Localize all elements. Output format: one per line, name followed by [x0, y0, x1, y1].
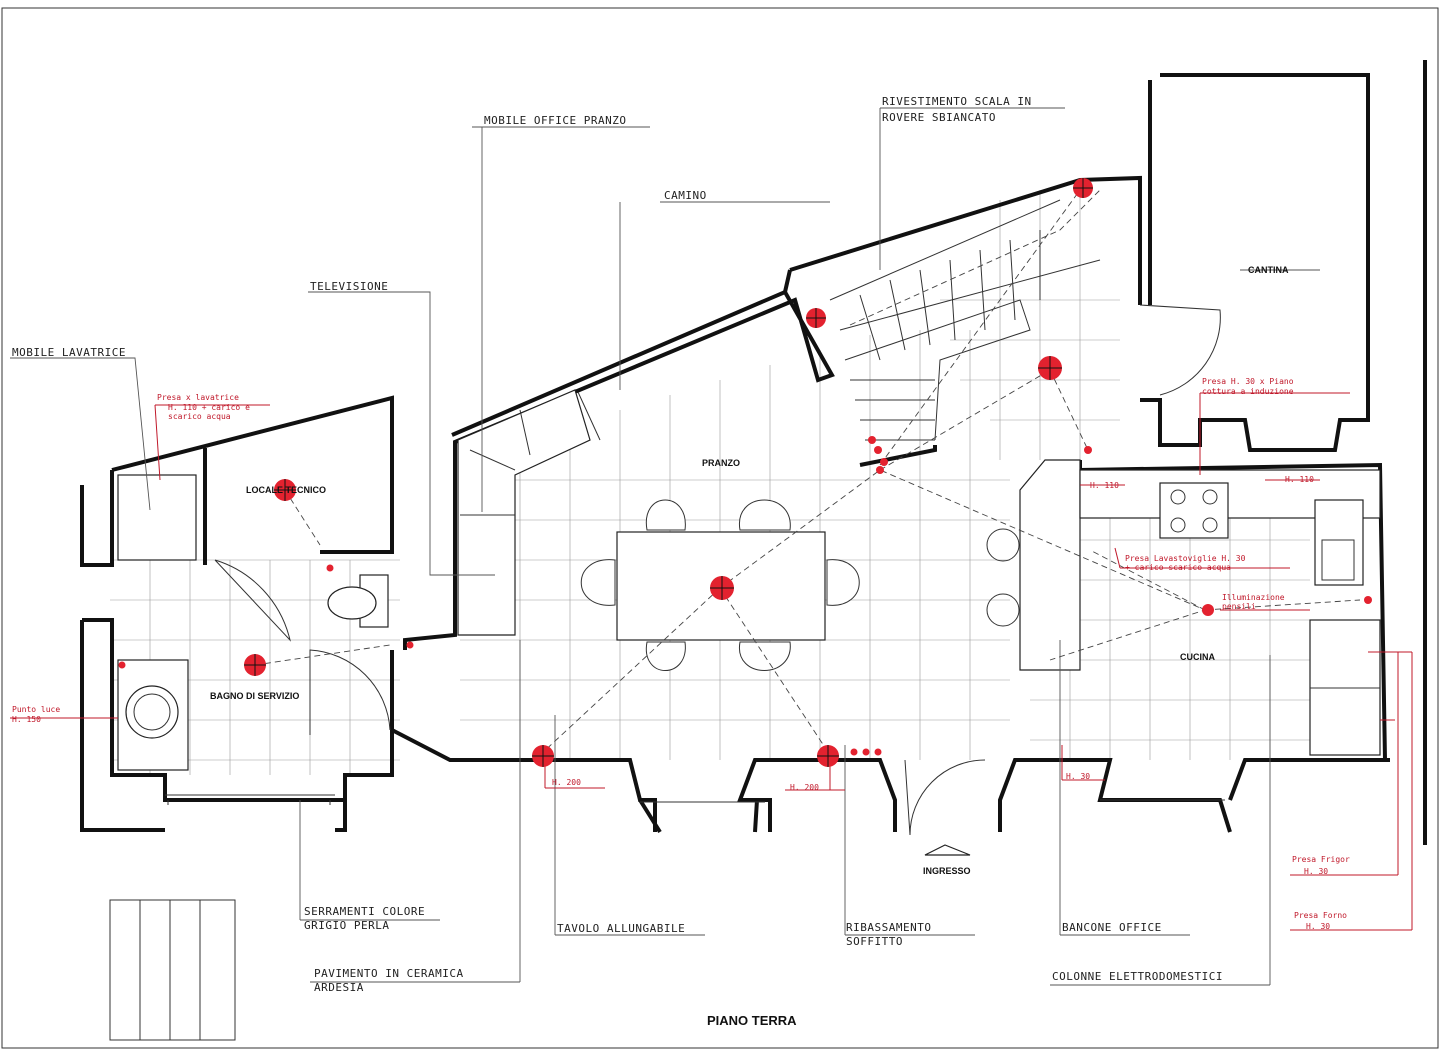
walls: [80, 60, 1427, 845]
note-frigor-2: H. 30: [1304, 867, 1328, 876]
label-pavimento-1: PAVIMENTO IN CERAMICA: [314, 967, 464, 980]
label-serramenti-2: GRIGIO PERLA: [304, 919, 389, 932]
label-tavolo: TAVOLO ALLUNGABILE: [557, 922, 685, 935]
toilet: [327, 586, 377, 620]
room-cantina: CANTINA: [1248, 265, 1289, 275]
note-presa-piano-1: Presa H. 30 x Piano: [1202, 377, 1294, 386]
light-point: [806, 308, 826, 328]
note-forno-1: Presa Forno: [1294, 911, 1347, 920]
light-point-small: [1202, 604, 1214, 616]
sheet-frame: [1, 7, 1439, 1049]
note-presa-lavatrice-1: Presa x lavatrice: [157, 393, 239, 402]
label-serramenti-1: SERRAMENTI COLORE: [304, 905, 425, 918]
note-presa-piano-2: cottura a induzione: [1202, 387, 1294, 396]
ingresso-arrow: [924, 844, 971, 856]
door-cantina: [1139, 304, 1221, 396]
door-ingresso: [904, 759, 986, 836]
note-illum-2: pensili: [1222, 602, 1256, 611]
label-televisione: TELEVISIONE: [310, 280, 388, 293]
room-pranzo: PRANZO: [702, 458, 740, 468]
door-bagno: [309, 649, 391, 735]
light-point: [244, 654, 266, 676]
label-rivestimento-1: RIVESTIMENTO SCALA IN: [882, 95, 1032, 108]
note-punto-luce-1: Punto luce: [12, 705, 60, 714]
note-frigor-1: Presa Frigor: [1292, 855, 1350, 864]
note-h110-b: H. 110: [1285, 475, 1314, 484]
label-bancone: BANCONE OFFICE: [1062, 921, 1162, 934]
induction-hob: [1159, 482, 1229, 539]
note-forno-2: H. 30: [1306, 922, 1330, 931]
note-punto-luce-2: H. 150: [12, 715, 41, 724]
kitchen-sink: [1314, 499, 1364, 586]
room-ingresso: INGRESSO: [923, 866, 971, 876]
switch-points: [118, 436, 1372, 756]
note-h30: H. 30: [1066, 772, 1090, 781]
note-presa-lavatrice-2: H. 110 + carico e: [168, 403, 250, 412]
label-mobile-office: MOBILE OFFICE PRANZO: [484, 114, 626, 127]
note-h110-a: H. 110: [1090, 481, 1119, 490]
label-ribassamento-2: SOFFITTO: [846, 935, 903, 948]
room-locale-tecnico: LOCALE TECNICO: [246, 485, 326, 495]
label-rivestimento-2: ROVERE SBIANCATO: [882, 111, 996, 124]
label-mobile-lavatrice: MOBILE LAVATRICE: [12, 346, 126, 359]
annotation-lines: [10, 392, 1413, 931]
plan-title: PIANO TERRA: [707, 1013, 797, 1028]
lavatrice-cabinet: [117, 474, 197, 561]
light-point: [1038, 356, 1062, 380]
room-cucina: CUCINA: [1180, 652, 1215, 662]
furniture: [109, 304, 1381, 1041]
label-pavimento-2: ARDESIA: [314, 981, 364, 994]
note-illum-1: Illuminazione: [1222, 593, 1285, 602]
bancone-office: [1019, 459, 1081, 671]
label-camino: CAMINO: [664, 189, 707, 202]
room-bagno: BAGNO DI SERVIZIO: [210, 691, 299, 701]
label-ribassamento-1: RIBASSAMENTO: [846, 921, 931, 934]
door-locale-tecnico: [214, 559, 291, 642]
note-h200-a: H. 200: [552, 778, 581, 787]
note-presa-lavast-2: + carico-scarico acqua: [1125, 563, 1231, 572]
stair: [829, 189, 1101, 466]
note-presa-lavast-1: Presa Lavastoviglie H. 30: [1125, 554, 1246, 563]
light-point: [1073, 178, 1093, 198]
note-presa-lavatrice-3: scarico acqua: [168, 412, 231, 421]
exterior-steps: [109, 899, 236, 1041]
light-point: [532, 745, 554, 767]
leader-lines: [10, 107, 1320, 986]
light-points: [118, 178, 1372, 767]
light-point: [274, 479, 296, 501]
label-colonne: COLONNE ELETTRODOMESTICI: [1052, 970, 1223, 983]
note-h200-b: H. 200: [790, 783, 819, 792]
light-point: [817, 745, 839, 767]
light-point: [710, 576, 734, 600]
mobile-office: [457, 389, 591, 636]
